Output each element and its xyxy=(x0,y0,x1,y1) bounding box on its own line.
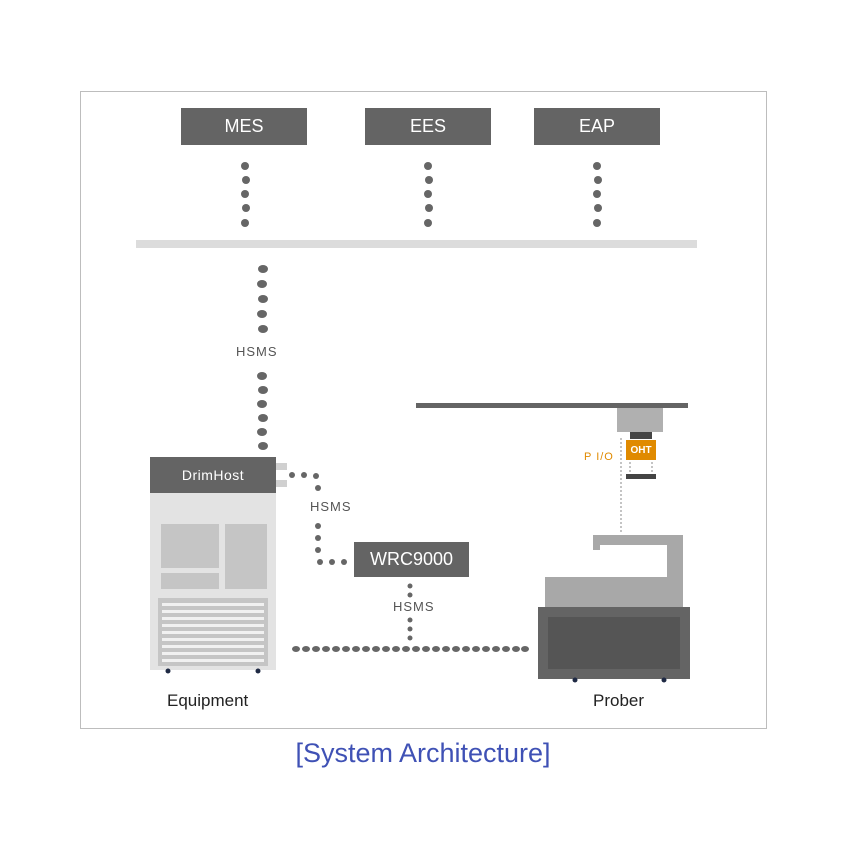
eap-link xyxy=(593,162,602,227)
ees-box: EES xyxy=(365,108,491,145)
oht-label: OHT xyxy=(630,444,652,456)
mes-label: MES xyxy=(224,116,264,136)
diagram-frame xyxy=(80,91,767,729)
equipment-icon xyxy=(150,463,287,674)
oht-rail-icon xyxy=(416,403,688,534)
drimhost-box: DrimHost xyxy=(150,457,276,493)
hsms-label-top: HSMS xyxy=(234,344,280,359)
ees-label: EES xyxy=(409,116,447,136)
hsms-label-host: HSMS xyxy=(308,499,354,514)
network-bus xyxy=(136,240,697,248)
equipment-label: Equipment xyxy=(167,691,249,710)
wrc9000-box: WRC9000 xyxy=(354,542,469,577)
mes-box: MES xyxy=(181,108,307,145)
wrc9000-label: WRC9000 xyxy=(369,549,454,569)
equipment-prober-link xyxy=(292,646,529,652)
eap-box: EAP xyxy=(534,108,660,145)
hsms-label-wrc: HSMS xyxy=(391,599,437,614)
pio-label: P I/O xyxy=(584,451,614,463)
host-wrc-link xyxy=(289,472,347,565)
drimhost-label: DrimHost xyxy=(181,467,245,483)
wrc-link xyxy=(407,583,413,641)
dotted-links xyxy=(241,162,602,652)
bus-host-link xyxy=(257,265,268,450)
oht-box: OHT xyxy=(626,440,656,460)
ees-link xyxy=(424,162,433,227)
prober-label: Prober xyxy=(593,691,645,710)
prober-icon xyxy=(538,535,690,683)
mes-link xyxy=(241,162,250,227)
eap-label: EAP xyxy=(578,116,616,136)
diagram-caption: [System Architecture] xyxy=(295,738,551,768)
